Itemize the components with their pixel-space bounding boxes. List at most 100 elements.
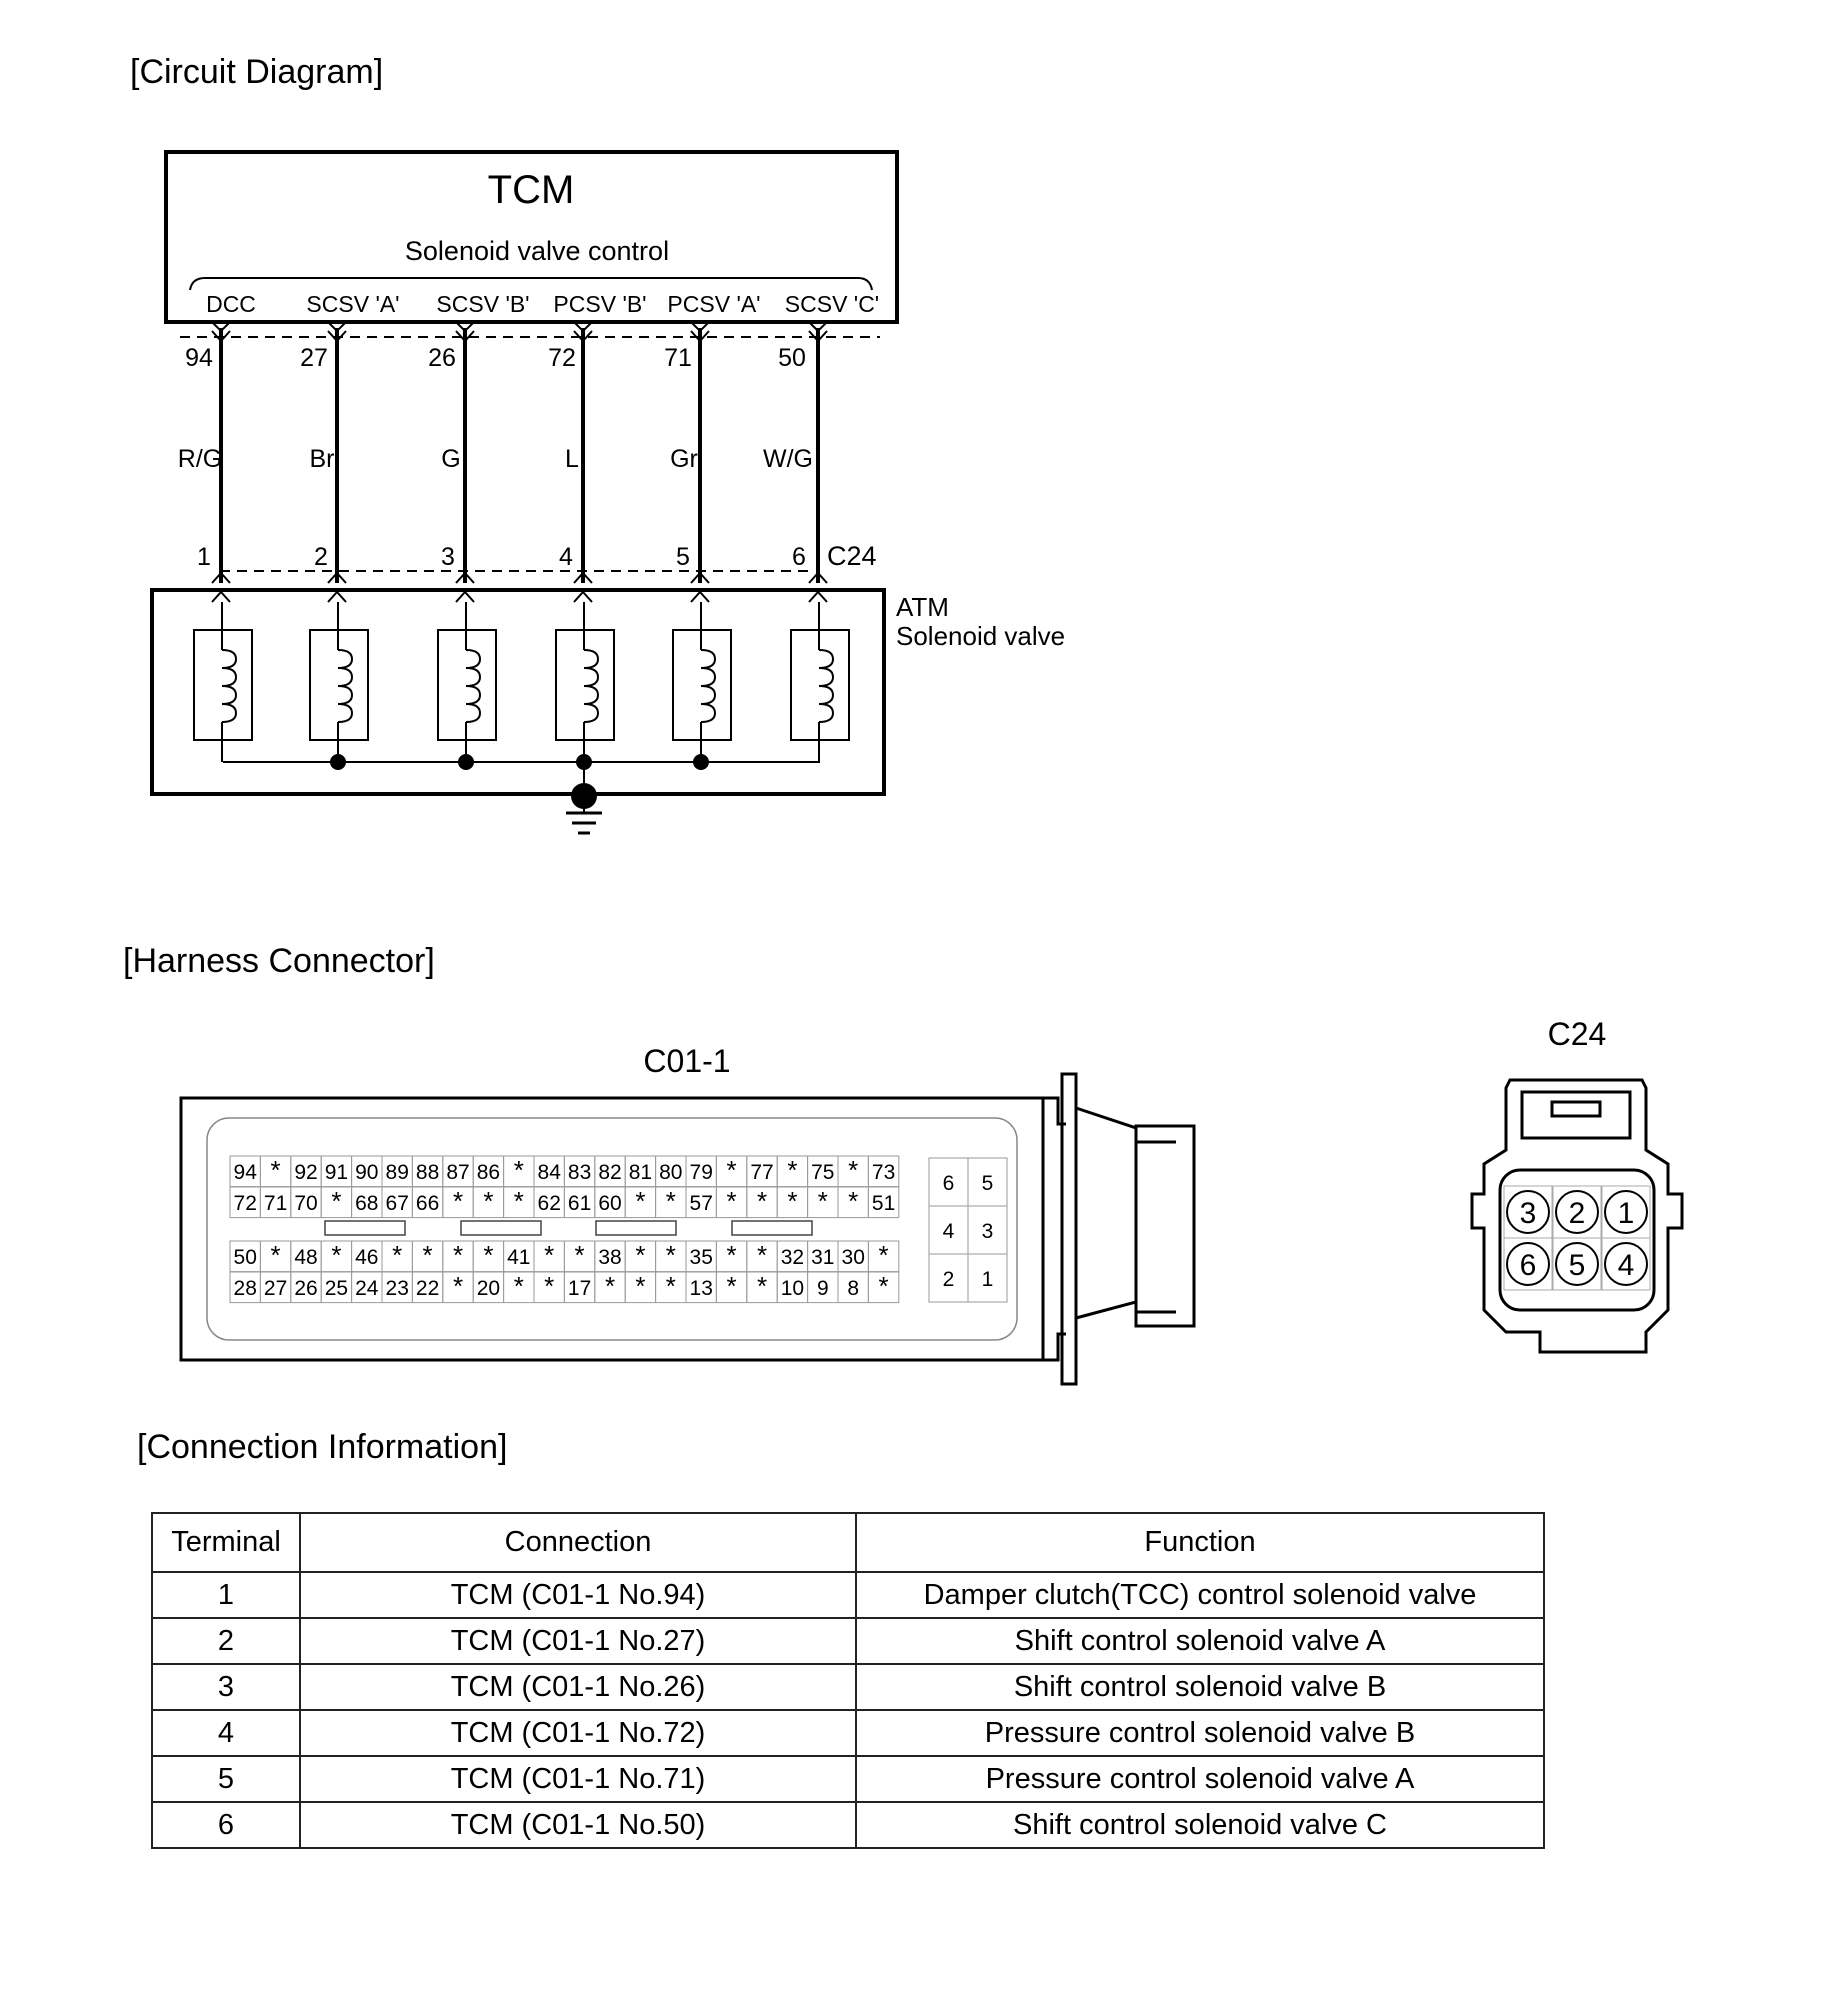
c01-pin: 46 [355, 1246, 378, 1269]
c01-empty-pin: * [635, 1271, 645, 1301]
c01-pin: 91 [325, 1161, 348, 1184]
c24-terminal-chevron [573, 571, 593, 584]
c01-empty-pin: * [423, 1240, 433, 1270]
c01-empty-pin: * [514, 1271, 524, 1301]
c24-terminal-chevron [573, 590, 593, 603]
tcm-terminal-chevron [455, 330, 475, 343]
c01-pin: 24 [355, 1277, 379, 1300]
c01-1-latch [1043, 1072, 1196, 1386]
c24-terminal-chevron [690, 571, 710, 584]
coil-winding-icon [337, 649, 354, 723]
terminal-cell: 4 [151, 1709, 301, 1757]
c01-pin: 84 [538, 1161, 562, 1184]
c01-side-pin: 1 [982, 1268, 994, 1291]
c01-pin: 75 [811, 1161, 834, 1184]
c01-pin: 62 [538, 1192, 561, 1215]
c01-empty-pin: * [331, 1186, 341, 1216]
c24-pin-circle [1555, 1242, 1599, 1286]
connection-cell: TCM (C01-1 No.50) [299, 1801, 857, 1849]
c01-pin: 9 [817, 1277, 829, 1300]
coil-winding-icon [818, 649, 835, 723]
c01-empty-pin: * [727, 1240, 737, 1270]
tcm-subtitle: Solenoid valve control [405, 236, 669, 266]
c01-pin: 28 [234, 1277, 257, 1300]
signal-name: PCSV 'A' [667, 291, 760, 317]
atm-solenoid-box [150, 588, 886, 796]
tcm-terminal-chevron [573, 330, 593, 343]
harness-connector-title: [Harness Connector] [123, 942, 435, 980]
c24-pin: 6 [1520, 1249, 1537, 1282]
c01-pin: 90 [355, 1161, 378, 1184]
signal-name: SCSV 'B' [436, 291, 529, 317]
c24-pin-number: 4 [559, 543, 573, 571]
c01-empty-pin: * [879, 1271, 889, 1301]
tcm-terminal-chevron [211, 330, 231, 343]
c24-pin-number: 2 [314, 543, 328, 571]
c01-pin: 50 [234, 1246, 257, 1269]
signal-name: SCSV 'C' [785, 291, 879, 317]
c24-pin-cell [1601, 1237, 1651, 1291]
c01-pin: 89 [386, 1161, 409, 1184]
terminal-cell: 3 [151, 1663, 301, 1711]
c01-pin: 88 [416, 1161, 439, 1184]
c01-pin: 17 [568, 1277, 591, 1300]
tcm-terminal-chevron [327, 321, 347, 333]
wire-color: Gr [670, 445, 698, 473]
c01-empty-pin: * [727, 1186, 737, 1216]
c01-empty-pin: * [757, 1240, 767, 1270]
coil-winding-icon [700, 649, 717, 723]
c01-empty-pin: * [271, 1240, 281, 1270]
c01-side-pin: 3 [982, 1220, 994, 1243]
c01-side-pin: 2 [943, 1268, 955, 1291]
c01-empty-pin: * [514, 1186, 524, 1216]
c01-empty-pin: * [787, 1155, 797, 1185]
wire-6: SCSV 'C'50W/G6 [763, 291, 879, 762]
c01-pin: 68 [355, 1192, 378, 1215]
c01-pin: 61 [568, 1192, 591, 1215]
tcm-terminal-chevron [455, 321, 475, 333]
c01-side-pin: 5 [982, 1172, 994, 1195]
c01-pin-cell [867, 1186, 900, 1219]
c01-empty-pin: * [453, 1186, 463, 1216]
c01-empty-pin: * [879, 1240, 889, 1270]
c01-pin: 25 [325, 1277, 348, 1300]
c01-pin: 31 [811, 1246, 834, 1269]
terminal-cell: 6 [151, 1801, 301, 1849]
c24-pin: 4 [1618, 1249, 1635, 1282]
ground-icon [566, 811, 602, 835]
c01-empty-pin: * [727, 1271, 737, 1301]
terminal-cell: 1 [151, 1571, 301, 1619]
c24-terminal-chevron [211, 571, 231, 584]
c01-pin: 13 [690, 1277, 713, 1300]
c24-pin-circle [1506, 1242, 1550, 1286]
header-connection: Connection [299, 1512, 857, 1573]
c01-pin: 87 [446, 1161, 469, 1184]
c01-empty-pin: * [757, 1271, 767, 1301]
c01-empty-pin: * [271, 1155, 281, 1185]
c01-empty-pin: * [635, 1186, 645, 1216]
c01-empty-pin: * [514, 1155, 524, 1185]
c01-side-pin-cell [967, 1253, 1008, 1303]
c01-pin: 86 [477, 1161, 500, 1184]
c01-pin: 8 [847, 1277, 859, 1300]
coil-winding-icon [465, 649, 482, 723]
c24-pin-cell [1552, 1237, 1602, 1291]
c24-terminal-chevron [690, 590, 710, 603]
c01-empty-pin: * [331, 1240, 341, 1270]
c01-pin: 41 [507, 1246, 530, 1269]
wire-color: W/G [763, 445, 813, 473]
header-function: Function [855, 1512, 1545, 1573]
c24-terminal-chevron [808, 571, 828, 584]
c01-pin: 38 [598, 1246, 621, 1269]
c01-empty-pin: * [757, 1186, 767, 1216]
c01-empty-pin: * [635, 1240, 645, 1270]
function-cell: Pressure control solenoid valve B [855, 1709, 1545, 1757]
connection-cell: TCM (C01-1 No.71) [299, 1755, 857, 1803]
atm-label: ATM [896, 592, 949, 622]
